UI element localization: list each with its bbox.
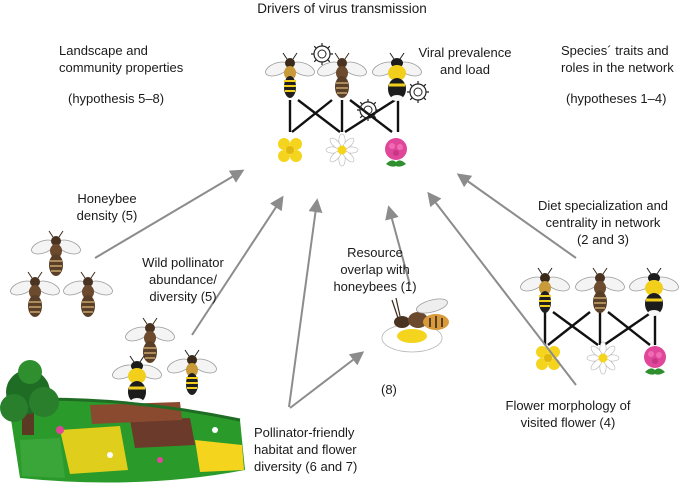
honeybee-icon	[9, 272, 62, 317]
landscape-icon	[7, 397, 245, 483]
top-network	[288, 98, 400, 134]
viral-label: Viral prevalence and load	[418, 45, 512, 77]
tree-icon	[0, 360, 59, 435]
bumblebee-icon	[628, 268, 681, 316]
honeybee-icon	[124, 318, 177, 363]
flower-morphology-label: Flower morphology of visited flower (4)	[505, 398, 631, 430]
right-network	[543, 311, 657, 346]
interaction-code-label: (8)	[381, 382, 397, 397]
arrows	[94, 169, 577, 409]
solitary-bee-icon	[166, 350, 219, 395]
honeybee-icon	[574, 268, 627, 313]
solitary-bee-icon	[519, 268, 572, 313]
solitary-bee-icon	[264, 53, 317, 98]
virus-icon	[406, 80, 430, 104]
honeybee-icon	[316, 53, 369, 98]
left-header: Landscape and community properties	[59, 43, 184, 75]
wild-pollinator-label: Wild pollinator abundance/ diversity (5)	[142, 255, 224, 304]
yellow-flower-icon	[278, 138, 302, 162]
honeybee-icon	[30, 231, 83, 276]
left-hypothesis: (hypothesis 5–8)	[68, 91, 165, 106]
daisy-icon	[325, 133, 359, 167]
habitat-label: Pollinator-friendly habitat and flower d…	[254, 425, 358, 474]
virus-icon	[310, 42, 334, 66]
diagram-title: Drivers of virus transmission	[257, 1, 427, 16]
daisy-icon	[586, 341, 620, 375]
right-header: Species´ traits and roles in the network	[561, 43, 674, 75]
bumblebee-icon	[111, 356, 164, 404]
honeybee-density-label: Honeybee density (5)	[76, 191, 138, 223]
clover-icon	[644, 346, 666, 375]
honeybee-icon	[62, 272, 115, 317]
virus-icon	[356, 98, 380, 122]
resource-overlap-label: Resource overlap with honeybees (1)	[333, 245, 417, 294]
right-hypothesis: (hypotheses 1–4)	[566, 91, 667, 106]
bee-on-daisy-icon	[381, 297, 449, 353]
diet-specialization-label: Diet specialization and centrality in ne…	[537, 198, 669, 247]
clover-icon	[385, 138, 407, 167]
